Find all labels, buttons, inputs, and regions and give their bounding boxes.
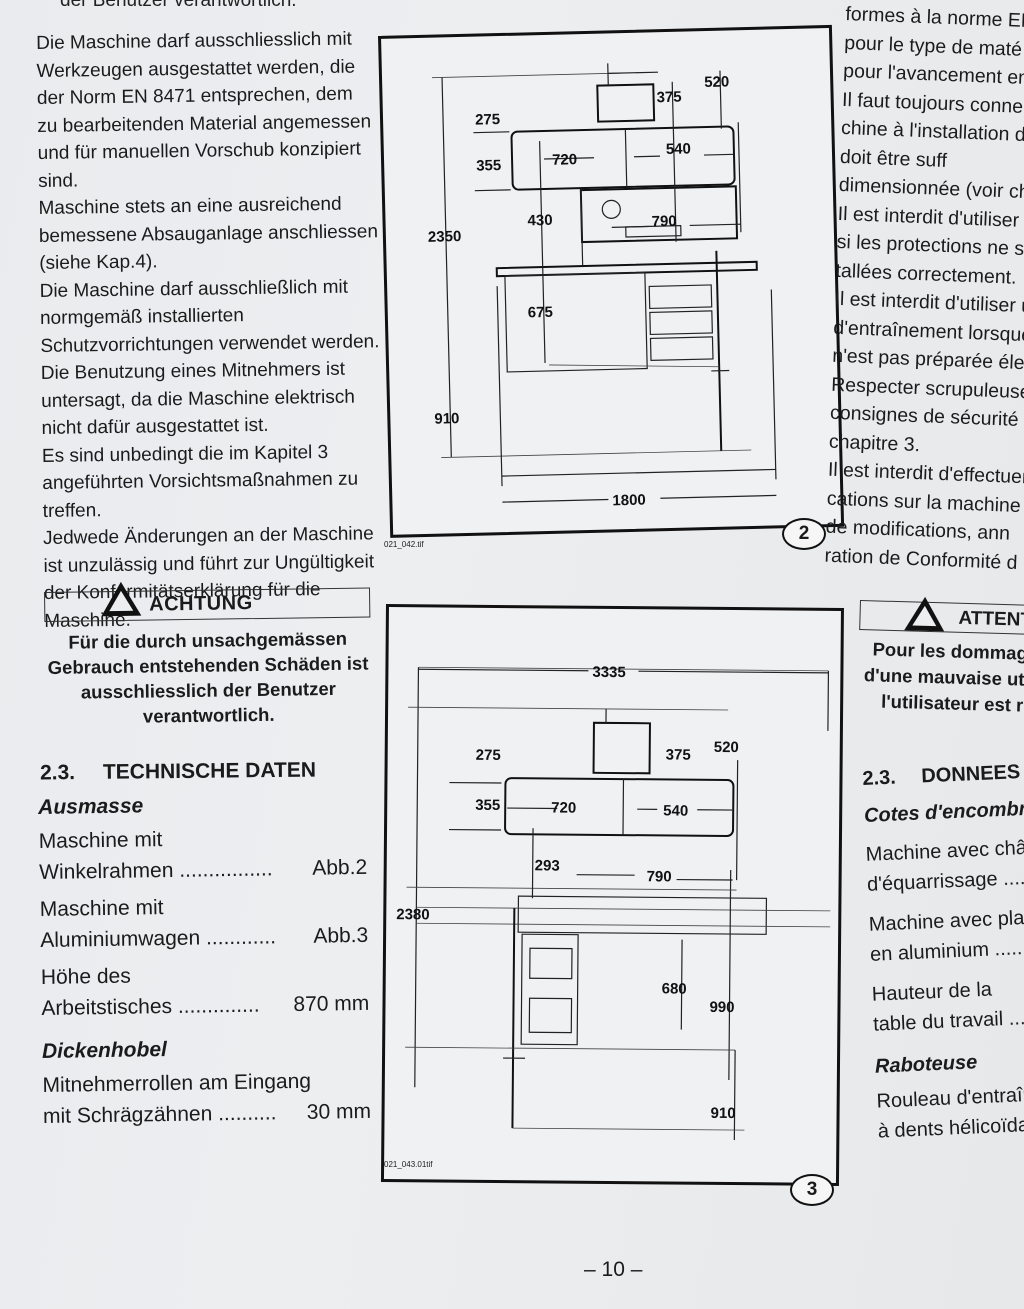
french-section-heading: 2.3. DONNEES T [862, 759, 1024, 791]
figure-3-filename: 021_043.01tif [384, 1160, 433, 1169]
spec-label: Arbeitstisches .............. [41, 993, 260, 1020]
dim-375: 375 [666, 746, 691, 763]
spec-value: Abb.2 [312, 855, 368, 880]
warning-title: ACHTUNG [149, 592, 253, 616]
subheading-dimensions: Ausmasse [38, 794, 144, 819]
section-number: 2.3. [39, 761, 76, 785]
spec-item: Hauteur de la table du travail ... [871, 971, 1024, 1040]
paragraph: Maschine stets an eine ausreichend bemes… [38, 193, 379, 274]
spec-value: 870 mm [293, 991, 370, 1017]
dim-355: 355 [475, 797, 500, 814]
dim-293: 293 [535, 857, 560, 874]
paragraph: Die Benutzung eines Mitnehmers ist unter… [40, 358, 355, 439]
dim-680: 680 [662, 980, 687, 997]
warning-box: ACHTUNG Für die durch unsachgemässen Geb… [44, 581, 372, 730]
french-warning-text: Pour les dommage d'une mauvaise uti l'ut… [857, 636, 1024, 720]
subheading-dimensions: Cotes d'encombr [863, 797, 1024, 827]
warning-header: ACHTUNG [44, 581, 371, 622]
warning-triangle-icon [100, 581, 142, 617]
figure-2: 275 355 375 520 720 540 430 790 2350 675… [378, 24, 845, 538]
warning-triangle-icon [904, 596, 946, 632]
cut-top-line: der Benutzer verantwortlich. [60, 0, 297, 11]
section-heading: 2.3. TECHNISCHE DATEN [40, 759, 316, 786]
paragraph: Die Maschine darf ausschliesslich mit We… [36, 28, 372, 192]
subheading-planer: Raboteuse [874, 1051, 978, 1078]
spec-item: Höhe des Arbeitstisches ..............87… [41, 957, 382, 1024]
dim-910: 910 [434, 410, 459, 428]
german-text-column: Die Maschine darf ausschliesslich mit We… [36, 25, 384, 635]
dim-3335: 3335 [592, 664, 626, 681]
dim-790: 790 [651, 213, 676, 231]
french-warning-header: ATTENTI [859, 596, 1024, 636]
dim-675: 675 [528, 304, 553, 322]
french-warning-title: ATTENTI [958, 607, 1024, 631]
dim-540: 540 [663, 802, 688, 819]
warning-line: l'utilisateur est re [880, 690, 1024, 716]
french-technical-data: 2.3. DONNEES T Cotes d'encombr Machine a… [862, 759, 1024, 1146]
dim-720: 720 [551, 799, 576, 816]
dim-275: 275 [476, 747, 501, 764]
figure-2-number: 2 [782, 518, 826, 550]
spec-value: Abb.3 [313, 923, 369, 948]
spec-item: Mitnehmerrollen am Eingang mit Schrägzäh… [42, 1065, 383, 1132]
spec-label: Aluminiumwagen ............ [40, 925, 277, 952]
spec-item: Maschine mit Winkelrahmen ..............… [38, 821, 379, 888]
dim-540: 540 [666, 140, 691, 158]
dim-910: 910 [710, 1105, 735, 1122]
dim-1800: 1800 [612, 492, 646, 510]
spec-label: mit Schrägzähnen .......... [42, 1101, 277, 1128]
paragraph: Die Maschine darf ausschließlich mit nor… [39, 276, 380, 357]
technical-data: Ausmasse Maschine mit Winkelrahmen .....… [38, 791, 383, 1132]
dim-375: 375 [656, 89, 681, 107]
section-title: TECHNISCHE DATEN [102, 758, 317, 784]
dim-520: 520 [704, 73, 729, 91]
spec-item: Machine avec plat en aluminium ....... [868, 901, 1024, 970]
spec-value: 30 mm [306, 1099, 372, 1124]
dim-2380: 2380 [396, 906, 430, 923]
dim-790: 790 [647, 868, 672, 885]
dim-520: 520 [714, 739, 739, 756]
dim-355: 355 [476, 157, 501, 175]
figure-3-number: 3 [790, 1174, 834, 1206]
french-text-column: formes à la norme EN pour le type de mat… [824, 0, 1024, 577]
dim-990: 990 [709, 999, 734, 1016]
subheading-planer: Dickenhobel [41, 1038, 168, 1063]
dim-430: 430 [527, 212, 552, 230]
figure-3-drawing: 3335 275 375 520 355 720 540 293 790 238… [396, 664, 831, 1141]
figure-3: 3335 275 375 520 355 720 540 293 790 238… [380, 604, 844, 1186]
spec-label: Winkelrahmen ................ [39, 857, 273, 884]
dim-275: 275 [475, 111, 500, 129]
spec-item: Machine avec châ d'équarrissage ..... [865, 831, 1024, 900]
warning-text: Für die durch unsachgemässen Gebrauch en… [47, 627, 369, 727]
paragraph: Es sind unbedingt die im Kapitel 3 angef… [41, 441, 359, 522]
spec-item: Maschine mit Aluminiumwagen ............… [40, 889, 381, 956]
section-number: 2.3. [862, 766, 897, 790]
dim-2350: 2350 [428, 228, 462, 246]
dim-720: 720 [552, 151, 577, 169]
figure-2-filename: 021_042.tif [384, 540, 424, 549]
section-title: DONNEES T [920, 760, 1024, 788]
page-number: – 10 – [584, 1258, 643, 1281]
spec-item: Rouleau d'entraîn à dents hélicoïda [876, 1078, 1024, 1147]
french-warning-box: ATTENTI Pour les dommage d'une mauvaise … [857, 596, 1024, 720]
figure-2-drawing: 275 355 375 520 720 540 430 790 2350 675… [428, 63, 777, 510]
